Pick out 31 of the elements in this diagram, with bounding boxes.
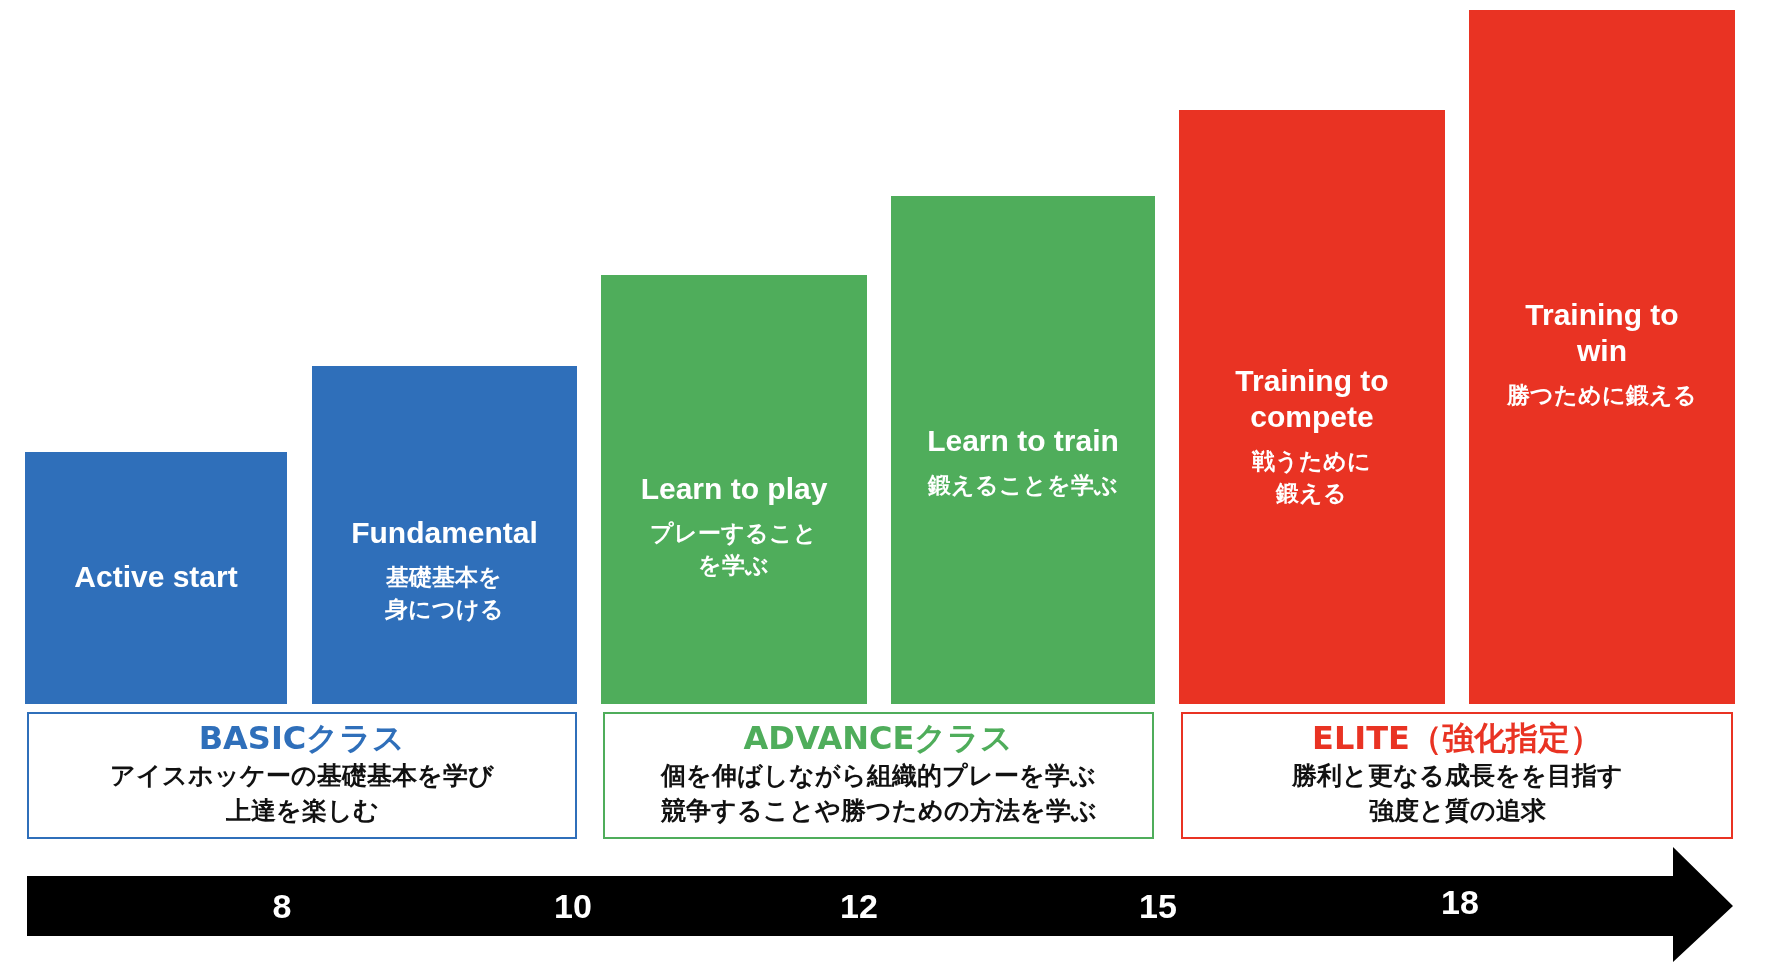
class-description: 勝利と更なる成長をを目指す強度と質の追求 (1290, 760, 1624, 827)
stage-description: 戦うために鍛える (1250, 447, 1373, 508)
stage-description: 鍛えることを学ぶ (926, 471, 1119, 500)
stage-bar (25, 452, 287, 704)
stage-bar (891, 196, 1155, 704)
stage-bar (1179, 110, 1445, 704)
age-label: 8 (272, 886, 292, 926)
class-box (603, 712, 1154, 839)
stage-bar (1469, 10, 1735, 704)
class-description: 個を伸ばしながら組織的プレーを学ぶ競争することや勝つための方法を学ぶ (659, 760, 1098, 827)
stage-name: Learn to play (639, 471, 829, 507)
stage-bar (312, 366, 577, 704)
class-title: ELITE（強化指定） (1311, 718, 1603, 758)
age-label: 15 (1139, 886, 1177, 926)
stage-name: Active start (73, 559, 239, 595)
stage-description: 基礎基本を身につける (384, 563, 505, 624)
class-description: アイスホッケーの基礎基本を学び上達を楽しむ (109, 760, 495, 827)
class-box (1181, 712, 1733, 839)
stage-name: Learn to train (926, 423, 1120, 459)
class-box (27, 712, 577, 839)
age-label: 18 (1441, 882, 1479, 922)
stage-name: Fundamental (350, 515, 539, 551)
stage-name: Training to win (1524, 297, 1680, 369)
stage-description: プレーすることを学ぶ (649, 519, 819, 580)
stage-bar (601, 275, 867, 704)
age-label: 10 (554, 886, 592, 926)
stage-description: 勝つために鍛える (1506, 381, 1698, 410)
stage-name: Training to compete (1234, 363, 1390, 435)
class-title: ADVANCEクラス (742, 718, 1015, 758)
class-title: BASICクラス (197, 718, 407, 758)
age-label: 12 (840, 886, 878, 926)
